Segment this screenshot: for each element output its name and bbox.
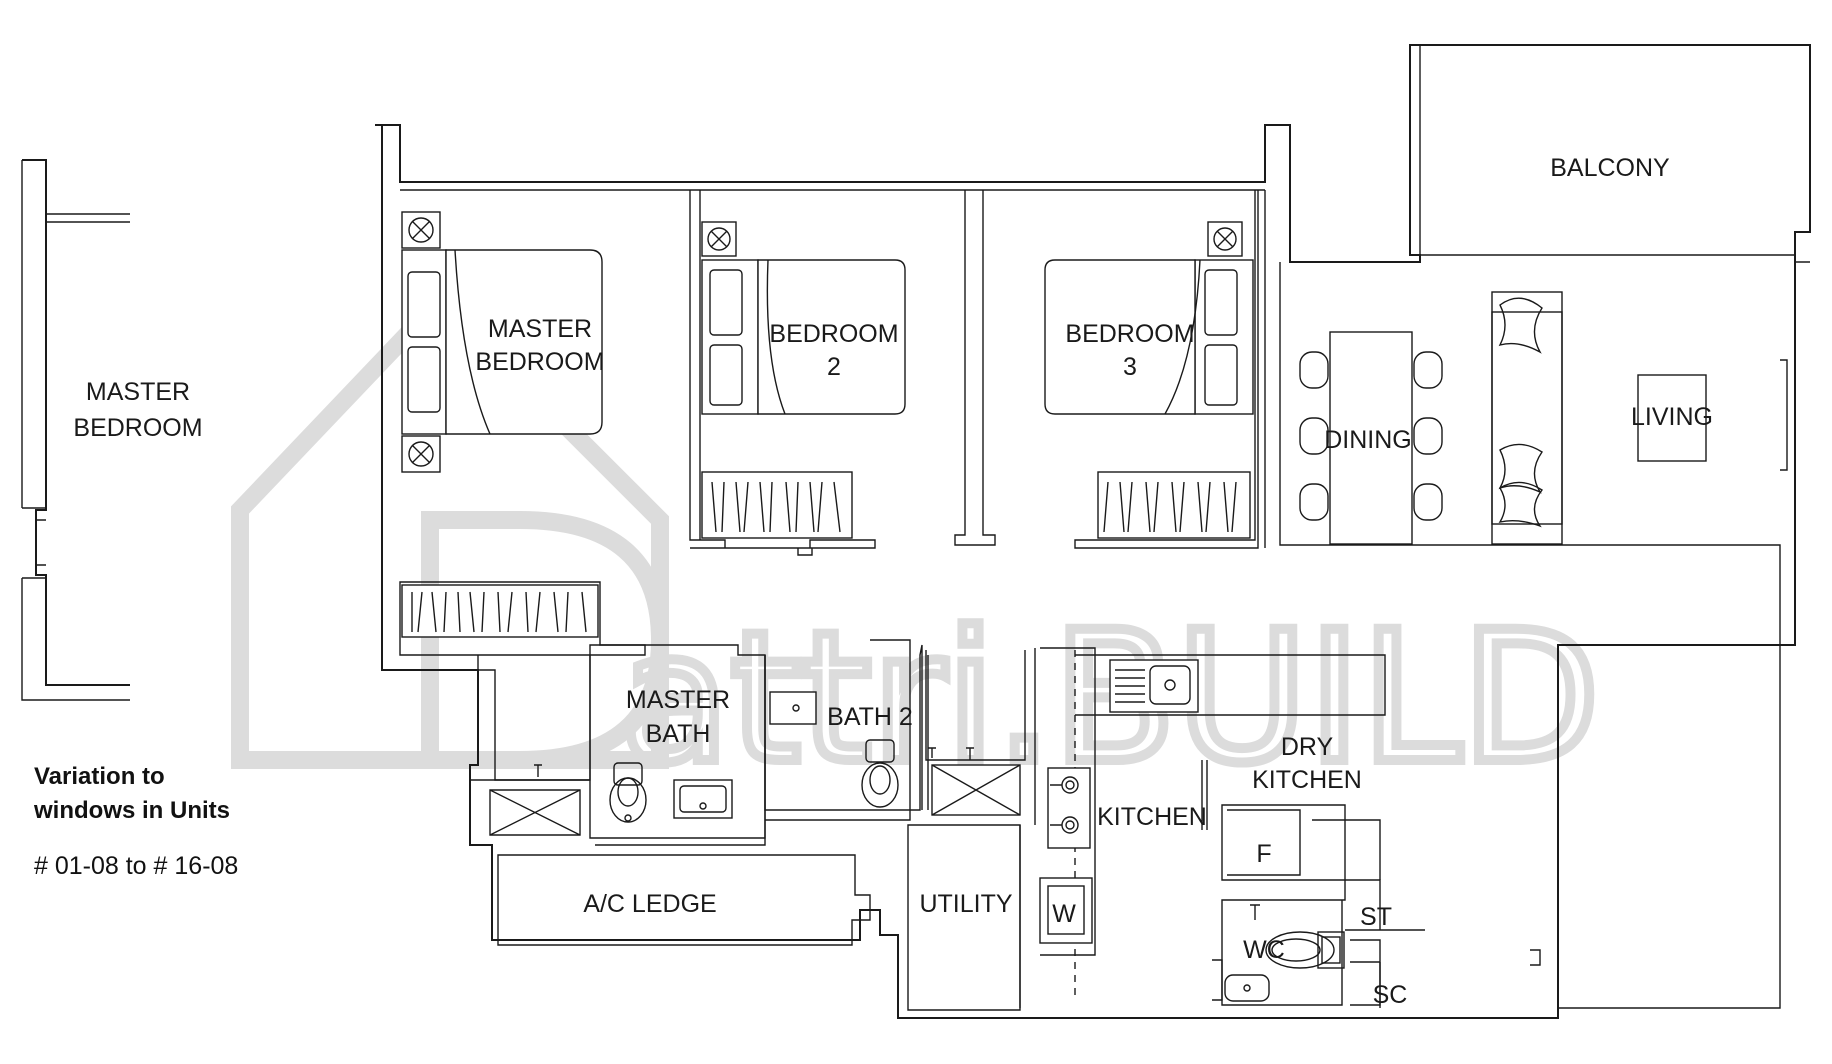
label-utility: UTILITY (919, 890, 1012, 918)
label-dining: DINING (1324, 426, 1412, 454)
variation-note: Variation to windows in Units (34, 760, 230, 828)
outer-walls (375, 44, 1811, 1019)
service-zone (470, 639, 1425, 1011)
label-bedroom3-2: 3 (1123, 353, 1137, 381)
label-master-bedroom-1: MASTER (488, 315, 592, 343)
label-sc: SC (1373, 981, 1408, 1009)
label-master-bath-1: MASTER (626, 686, 730, 714)
master-bed (401, 211, 603, 638)
label-dry-kitchen-2: KITCHEN (1252, 766, 1362, 794)
label-st: ST (1360, 903, 1392, 931)
label-fridge: F (1256, 840, 1271, 868)
label-ac-ledge: A/C LEDGE (583, 890, 716, 918)
inset-room-line1: MASTER (86, 378, 190, 406)
variation-inset: MASTER BEDROOM (21, 159, 203, 701)
label-master-bedroom-2: BEDROOM (475, 348, 604, 376)
bedroom3-bed (1044, 221, 1254, 539)
label-master-bath-2: BATH (646, 720, 711, 748)
inset-room-line2: BEDROOM (73, 414, 202, 442)
dining-set (1299, 331, 1443, 545)
bedroom2-bed (701, 221, 906, 539)
variation-title-line1: Variation to (34, 763, 165, 790)
label-living: LIVING (1631, 403, 1713, 431)
variation-title-line2: windows in Units (34, 797, 230, 824)
sofa (1491, 291, 1707, 545)
label-dry-kitchen-1: DRY (1281, 733, 1334, 761)
room-labels: BALCONY MASTER BEDROOM BEDROOM 2 BEDROOM… (475, 154, 1713, 1009)
label-washer: W (1052, 900, 1076, 928)
label-bedroom2-2: 2 (827, 353, 841, 381)
label-wc: WC (1243, 936, 1285, 964)
label-kitchen: KITCHEN (1097, 803, 1207, 831)
label-bath2: BATH 2 (827, 703, 913, 731)
variation-units: # 01-08 to # 16-08 (34, 852, 239, 880)
label-bedroom2-1: BEDROOM (769, 320, 898, 348)
label-balcony: BALCONY (1550, 154, 1670, 182)
bedroom-partitions (399, 190, 1266, 656)
label-bedroom3-1: BEDROOM (1065, 320, 1194, 348)
